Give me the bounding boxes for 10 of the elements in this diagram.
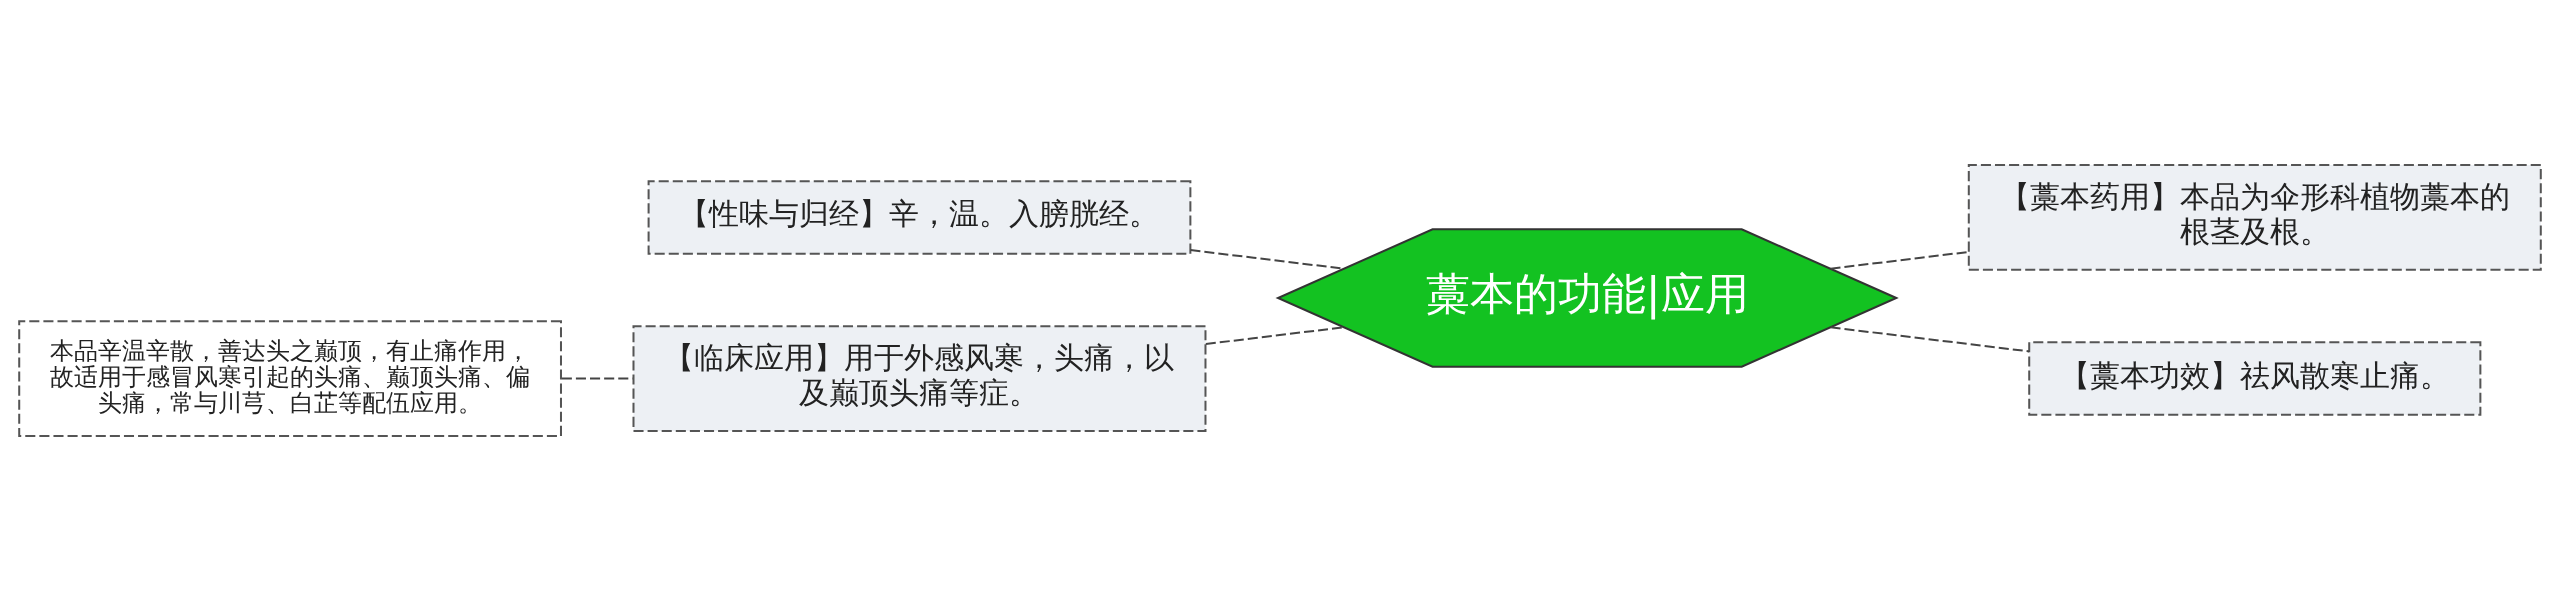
node-box: 本品辛温辛散，善达头之巅顶，有止痛作用，故适用于感冒风寒引起的头痛、巅顶头痛、偏头痛，常与川芎、白芷等配伍应用。 (18, 320, 562, 437)
connector (1190, 249, 1344, 270)
connector (1830, 326, 2030, 353)
node-box: 【藁本药用】本品为伞形科植物藁本的根茎及根。 (1967, 164, 2542, 271)
connector (1205, 326, 1344, 345)
node-box: 【藁本功效】祛风散寒止痛。 (2028, 341, 2482, 416)
connector (1830, 250, 1969, 270)
node-box: 【临床应用】用于外感风寒，头痛，以及巅顶头痛等症。 (632, 325, 1207, 432)
connector (561, 377, 633, 380)
node-box: 【性味与归经】辛，温。入膀胱经。 (647, 180, 1192, 255)
